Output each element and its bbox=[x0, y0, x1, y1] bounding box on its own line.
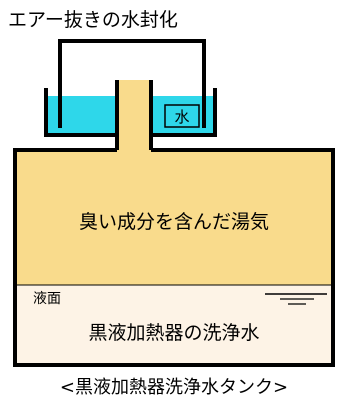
water-label-box bbox=[164, 104, 200, 128]
left-water-seal bbox=[46, 96, 117, 135]
diagram-title: エアー抜きの水封化 bbox=[8, 9, 178, 31]
water-label: 水 bbox=[174, 108, 189, 126]
right-seal-cup-outline bbox=[151, 88, 217, 137]
tank-liquid-region bbox=[15, 285, 333, 365]
tank-outline bbox=[13, 148, 335, 367]
diagram-caption: <黒液加熱器洗浄水タンク> bbox=[60, 377, 288, 398]
gas-label: 臭い成分を含んだ湯気 bbox=[79, 211, 269, 233]
left-seal-cup-outline bbox=[44, 88, 117, 137]
liquid-label: 黒液加熱器の洗浄水 bbox=[88, 322, 259, 344]
tank-gas-region bbox=[15, 150, 333, 285]
liquid-surface-symbol bbox=[265, 293, 327, 305]
vent-stack bbox=[117, 80, 151, 152]
vent-stack-outline bbox=[115, 80, 153, 150]
surface-label: 液面 bbox=[33, 291, 61, 307]
inverted-u-pipe bbox=[58, 39, 206, 128]
